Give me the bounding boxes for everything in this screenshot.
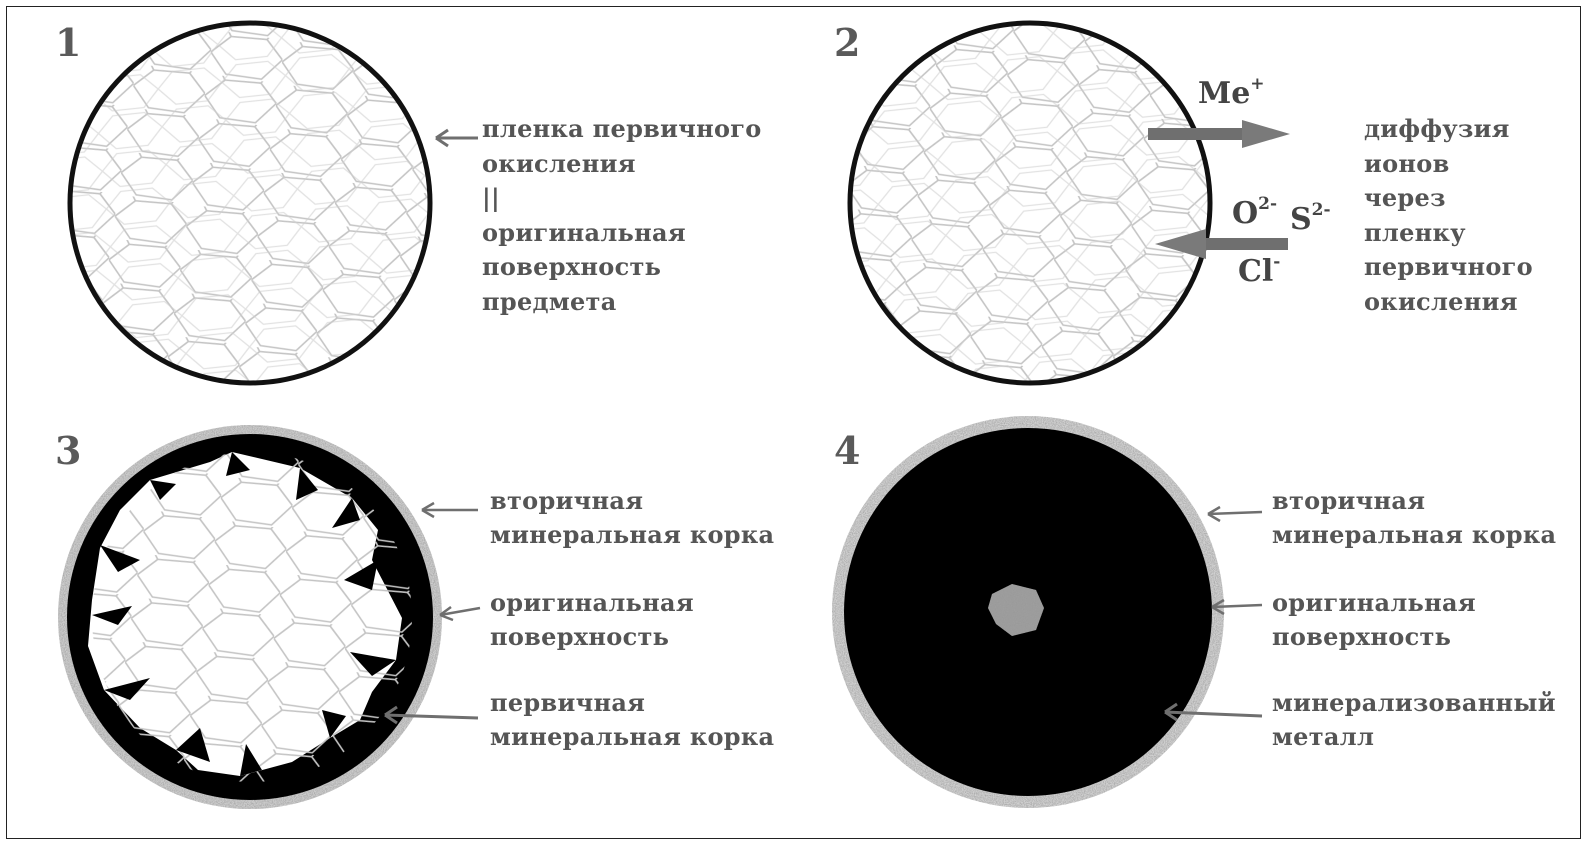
panel-3-label-original-surface: оригинальная поверхность bbox=[490, 586, 694, 654]
ion-oxygen: O2- bbox=[1232, 196, 1277, 231]
ion-chlorine: Cl- bbox=[1238, 254, 1280, 289]
panel-1-number: 1 bbox=[55, 20, 81, 65]
panel-2-number: 2 bbox=[834, 20, 860, 65]
panel-1-arrow bbox=[436, 130, 478, 146]
panel-3-number: 3 bbox=[55, 428, 81, 473]
ion-sulfur: S2- bbox=[1290, 202, 1331, 237]
panel-1-circle bbox=[60, 15, 440, 395]
panel-4-label-original-surface: оригинальная поверхность bbox=[1272, 586, 1476, 654]
panel-1-label: пленка первичного окисления || оригиналь… bbox=[482, 112, 762, 319]
panel-3-label-primary-crust: первичная минеральная корка bbox=[490, 686, 774, 754]
panel-4-number: 4 bbox=[834, 428, 860, 473]
ion-metal: Me+ bbox=[1198, 76, 1265, 111]
panel-3-label-secondary-crust: вторичная минеральная корка bbox=[490, 484, 774, 552]
panel-4-label-secondary-crust: вторичная минеральная корка bbox=[1272, 484, 1556, 552]
panel-3-circle bbox=[58, 425, 442, 809]
panel-3-arrow-2 bbox=[440, 607, 480, 620]
panel-4-label-mineralized-metal: минерализованный металл bbox=[1272, 686, 1556, 754]
panel-4-arrow-1 bbox=[1208, 507, 1262, 521]
panel-2-label: диффузия ионов через пленку первичного о… bbox=[1364, 112, 1533, 319]
panel-3-arrow-1 bbox=[422, 503, 478, 517]
panel-2-circle bbox=[840, 15, 1220, 395]
panel-4-arrow-2 bbox=[1212, 600, 1262, 614]
